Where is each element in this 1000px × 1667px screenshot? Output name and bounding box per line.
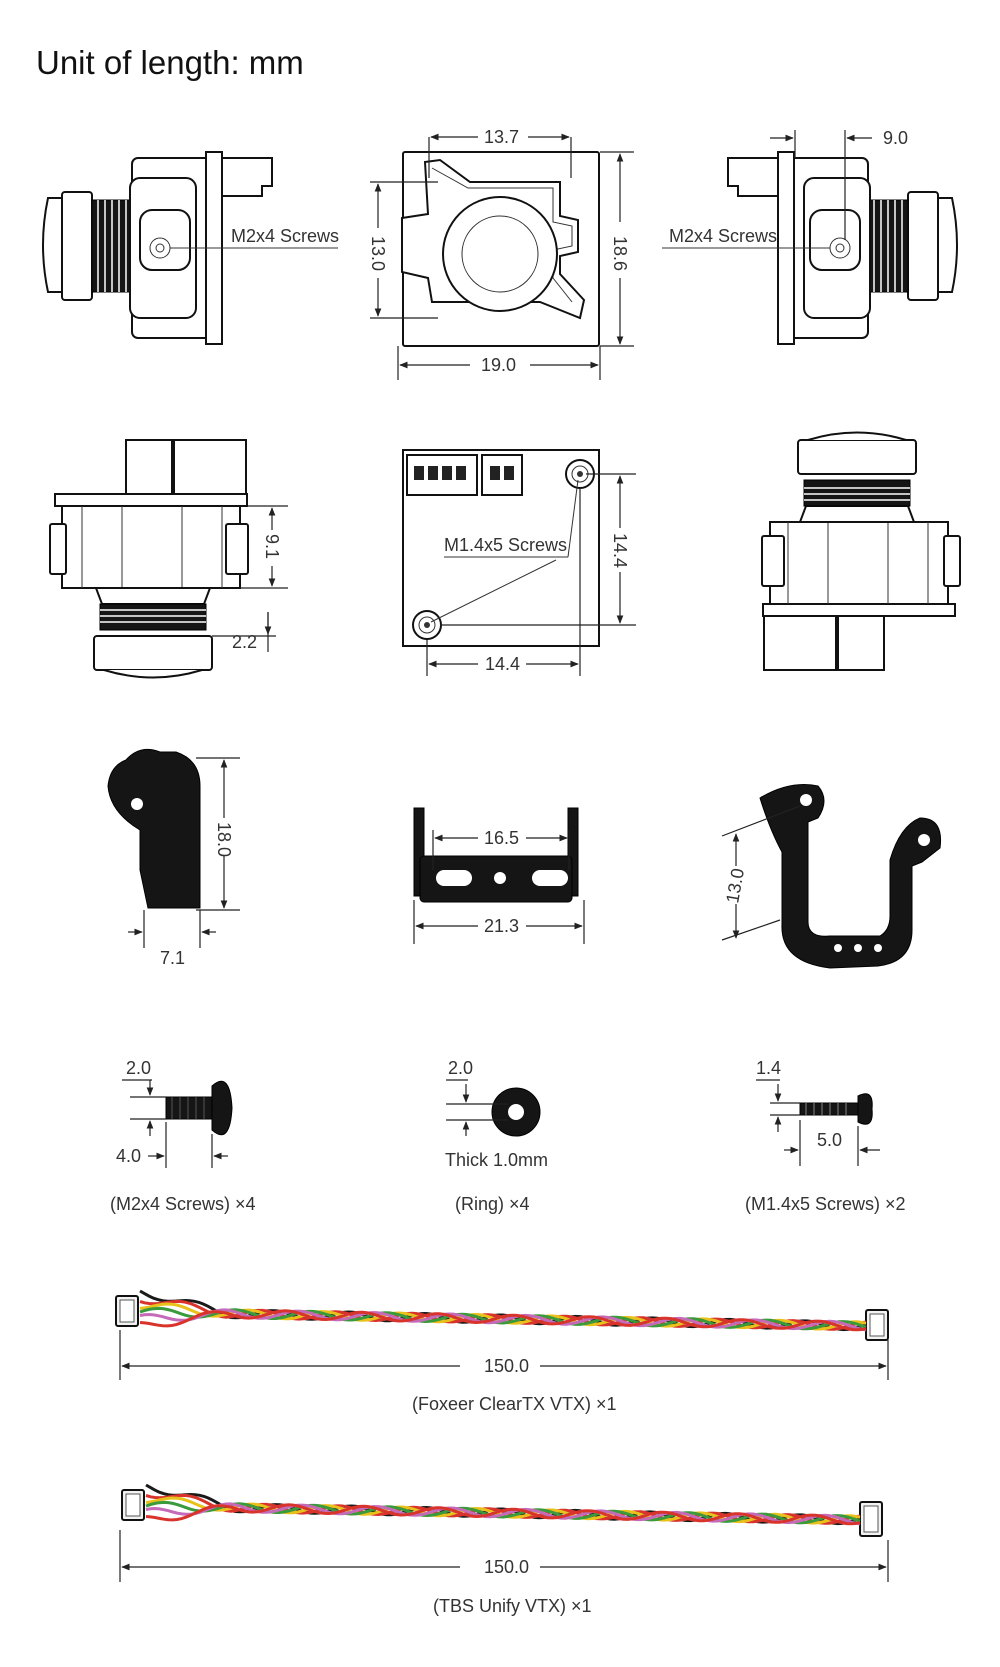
left-screws-label: M2x4 Screws [231,226,339,246]
u-bracket [721,784,942,969]
dim-ring-hole: 2.0 [448,1058,473,1078]
back-screws-label: M1.4x5 Screws [444,535,567,555]
dim-bracket-u-height: 13.0 [722,867,748,905]
page-title: Unit of length: mm [36,44,304,81]
cable-strand [139,1309,867,1332]
camera-top-view [49,439,288,679]
dim-front-height-right: 18.6 [610,236,630,271]
right-screws-label: M2x4 Screws [669,226,777,246]
cable-strand [145,1503,861,1526]
cable-tbs-unify [121,1483,883,1537]
dim-m2-head: 2.0 [126,1058,151,1078]
ring-washer [446,1079,541,1137]
dim-front-width-bottom: 19.0 [481,355,516,375]
dim-bracket-flat-inner: 16.5 [484,828,519,848]
dim-cable2-lines [119,1530,889,1582]
dim-m14-head: 1.4 [756,1058,781,1078]
cable-foxeer-cleartx [115,1289,889,1341]
dim-top-height: 9.1 [262,534,282,559]
dim-right-side-depth: 9.0 [883,128,908,148]
caption-m2-screws: (M2x4 Screws) ×4 [110,1194,256,1214]
l-bracket [107,748,240,948]
dim-front-width-top: 13.7 [484,127,519,147]
caption-ring: (Ring) ×4 [455,1194,530,1214]
flat-bracket [413,807,585,944]
dim-back-width: 14.4 [485,654,520,674]
dim-bracket-l-height: 18.0 [214,822,234,857]
dim-cable2-length: 150.0 [484,1557,529,1577]
dim-top-offset: 2.2 [232,632,257,652]
ring-thick-label: Thick 1.0mm [445,1150,548,1170]
dim-front-height-left: 13.0 [368,236,388,271]
camera-side-view-right [662,151,958,345]
caption-cable1: (Foxeer ClearTX VTX) ×1 [412,1394,617,1414]
dim-cable1-length: 150.0 [484,1356,529,1376]
dim-back-height: 14.4 [610,533,630,568]
dim-m2-length: 4.0 [116,1146,141,1166]
dim-m14-length: 5.0 [817,1130,842,1150]
camera-back-view [402,449,636,676]
dim-right-side-depth-lines [770,130,872,240]
camera-front-view [370,133,634,380]
dim-cable1-lines [119,1330,889,1380]
camera-bottom-view [761,431,961,671]
caption-m14-screws: (M1.4x5 Screws) ×2 [745,1194,906,1214]
caption-cable2: (TBS Unify VTX) ×1 [433,1596,592,1616]
m2-screw [122,1079,233,1168]
camera-side-view-left [42,151,338,345]
m14-screw [756,1079,880,1166]
dim-bracket-flat-outer: 21.3 [484,916,519,936]
dim-bracket-l-width: 7.1 [160,948,185,968]
